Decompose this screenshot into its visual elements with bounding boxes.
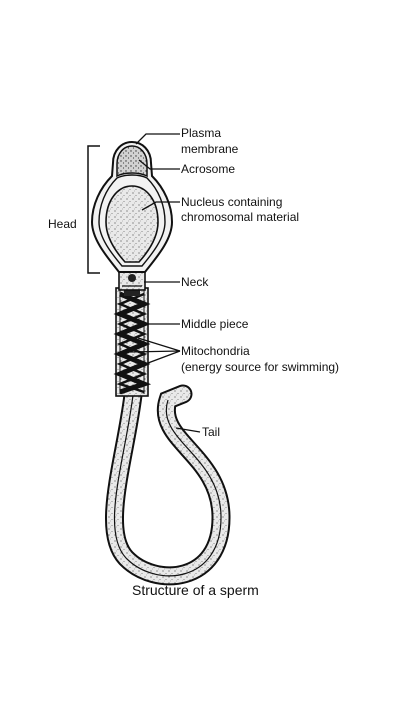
label-membrane: membrane	[181, 142, 239, 156]
nucleus-shape	[105, 185, 159, 263]
sperm-tail	[105, 384, 231, 586]
label-nucleus-line1: Nucleus containing	[181, 195, 282, 209]
sperm-head	[90, 140, 174, 273]
label-mitochondria: Mitochondria	[181, 344, 250, 358]
label-tail: Tail	[202, 425, 220, 439]
diagram-caption: Structure of a sperm	[132, 582, 259, 598]
label-acrosome: Acrosome	[181, 162, 235, 176]
leader-lines	[129, 133, 201, 433]
label-mitochondria-note: (energy source for swimming)	[181, 360, 339, 374]
head-bracket	[87, 145, 100, 274]
label-middle-piece: Middle piece	[181, 317, 249, 331]
sperm-neck	[118, 269, 146, 291]
label-nucleus-line2: chromosomal material	[181, 210, 299, 224]
label-neck: Neck	[181, 275, 209, 289]
sperm-middle-piece	[113, 287, 152, 397]
label-head: Head	[48, 217, 77, 231]
acrosome-shape	[116, 145, 148, 178]
label-plasma: Plasma	[181, 126, 221, 140]
mitochondria-helix	[113, 291, 152, 395]
